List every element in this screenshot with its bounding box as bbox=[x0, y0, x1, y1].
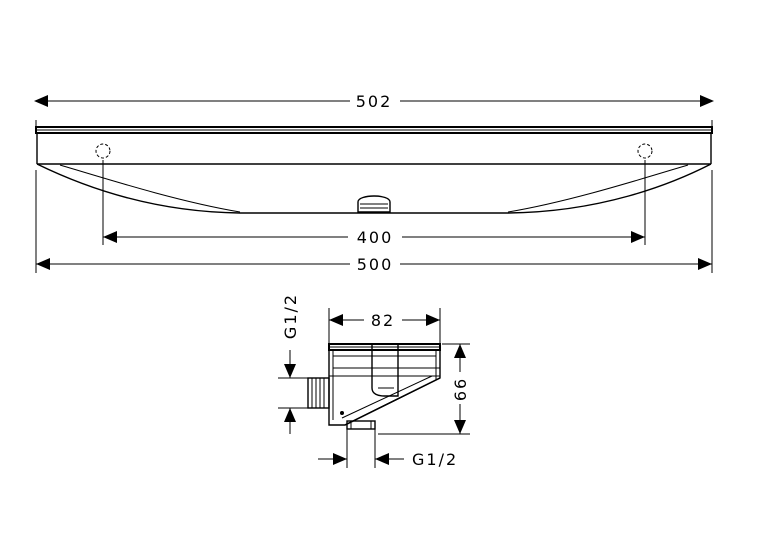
shower-head-body bbox=[35, 126, 713, 214]
dimension-label-400: 400 bbox=[357, 228, 394, 247]
dimension-82: 82 bbox=[329, 311, 440, 330]
dimension-label-66: 66 bbox=[451, 377, 470, 401]
dimension-label-g12-inlet: G1/2 bbox=[281, 293, 300, 339]
dimension-label-82: 82 bbox=[371, 311, 395, 330]
dimension-500: 500 bbox=[36, 255, 712, 274]
dimension-g12-outlet: G1/2 bbox=[318, 429, 458, 469]
dimension-400: 400 bbox=[103, 228, 645, 247]
front-view: 502 bbox=[34, 92, 714, 274]
side-view: 82 bbox=[278, 293, 470, 469]
dimension-502: 502 bbox=[34, 92, 714, 111]
dimension-label-502: 502 bbox=[356, 92, 393, 111]
water-inlet-nub bbox=[357, 195, 391, 213]
inlet-thread bbox=[307, 377, 330, 409]
dimension-label-500: 500 bbox=[357, 255, 394, 274]
dimension-66: 66 bbox=[378, 343, 470, 435]
mounting-hole-left bbox=[95, 143, 111, 159]
shower-head-side-body bbox=[328, 343, 441, 430]
mounting-hole-right bbox=[637, 143, 653, 159]
dimension-g12-inlet: G1/2 bbox=[278, 293, 308, 434]
dimension-label-g12-outlet: G1/2 bbox=[412, 450, 458, 469]
